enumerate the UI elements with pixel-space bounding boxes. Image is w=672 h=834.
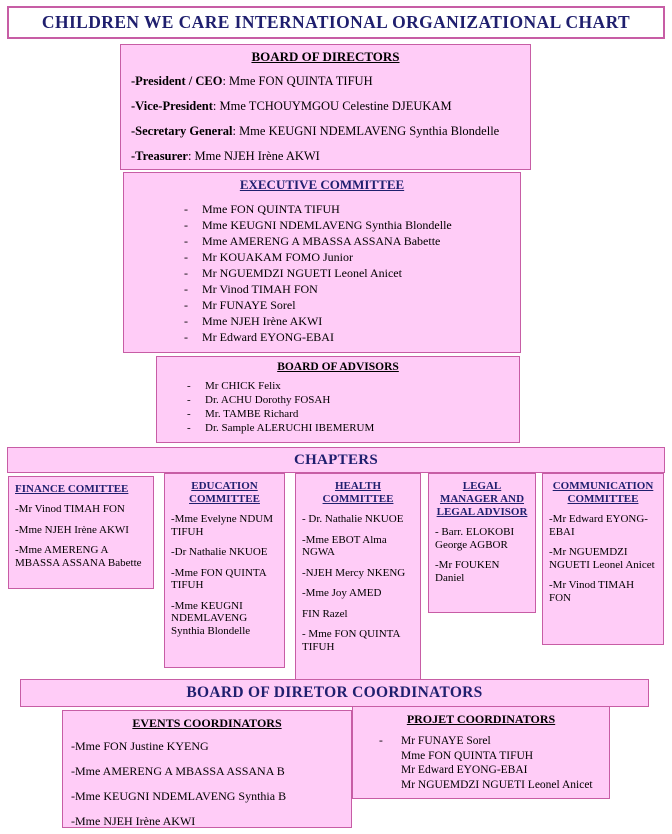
director-name: : Mme TCHOUYMGOU Celestine DJEUKAM — [212, 99, 452, 113]
list-item: -Mr FOUKEN Daniel — [435, 559, 500, 584]
board-of-advisors-list: - Mr CHICK Felix - Dr. ACHU Dorothy FOSA… — [157, 379, 519, 435]
list-item: Mr NGUEMDZI NGUETI Leonel Anicet — [401, 778, 593, 791]
list-item: - Mr CHICK Felix — [187, 380, 281, 392]
list-item: - Barr. ELOKOBI George AGBOR — [435, 526, 515, 551]
legal-manager-box: LEGAL MANAGER AND LEGAL ADVISOR - Barr. … — [428, 473, 536, 613]
director-name: : Mme KEUGNI NDEMLAVENG Synthia Blondell… — [232, 124, 500, 138]
list-item: - Mr Edward EYONG-EBAI — [184, 330, 334, 344]
list-item: -Dr Nathalie NKUOE — [171, 546, 268, 558]
list-item: -Mme NJEH Irène AKWI — [15, 523, 129, 536]
board-of-director-coordinators-heading: BOARD OF DIRETOR COORDINATORS — [186, 684, 483, 701]
board-of-director-coordinators-bar: BOARD OF DIRETOR COORDINATORS — [20, 679, 649, 707]
events-coordinators-box: EVENTS COORDINATORS -Mme FON Justine KYE… — [62, 710, 352, 828]
health-committee-heading: HEALTH COMMITTEE — [322, 480, 394, 505]
director-role: -President / CEO — [131, 74, 223, 88]
list-item: - Mr FUNAYE Sorel — [379, 735, 491, 747]
list-item: - Mr Vinod TIMAH FON — [184, 282, 318, 296]
board-of-directors-heading: BOARD OF DIRECTORS — [251, 49, 400, 64]
list-item: Mme FON QUINTA TIFUH — [401, 749, 534, 762]
list-item: - Mme FON QUINTA TIFUH — [302, 628, 400, 653]
chart-title-box: CHILDREN WE CARE INTERNATIONAL ORGANIZAT… — [7, 6, 665, 39]
list-item: -Mme AMERENG A MBASSA ASSANA B — [71, 764, 285, 778]
director-entry: -Treasurer: Mme NJEH Irène AKWI — [131, 148, 522, 164]
projet-coordinators-list: - Mr FUNAYE Sorel Mme FON QUINTA TIFUH M… — [361, 734, 601, 792]
list-item: -NJEH Mercy NKENG — [302, 566, 406, 579]
list-item: -Mr NGUEMDZI NGUETI Leonel Anicet — [549, 546, 655, 571]
list-item: -Mme AMERENG A MBASSA ASSANA Babette — [15, 544, 142, 569]
list-item: - Mr NGUEMDZI NGUETI Leonel Anicet — [184, 266, 402, 280]
list-item: -Mme Joy AMED — [302, 587, 382, 599]
list-item: FIN Razel — [302, 607, 348, 620]
communication-committee-box: COMMUNICATION COMMITTEE -Mr Edward EYONG… — [542, 473, 664, 645]
events-coordinators-heading: EVENTS COORDINATORS — [132, 716, 282, 730]
list-item: - Dr. ACHU Dorothy FOSAH — [187, 394, 331, 406]
director-name: : Mme NJEH Irène AKWI — [187, 149, 320, 163]
director-entry: -Vice-President: Mme TCHOUYMGOU Celestin… — [131, 98, 522, 114]
board-of-directors-box: BOARD OF DIRECTORS -President / CEO: Mme… — [120, 44, 531, 170]
list-item: - Mme KEUGNI NDEMLAVENG Synthia Blondell… — [184, 218, 452, 232]
list-item: -Mme KEUGNI NDEMLAVENG Synthia Blondelle — [171, 599, 251, 637]
list-item: - Mme AMERENG A MBASSA ASSANA Babette — [184, 234, 441, 248]
chapters-heading: CHAPTERS — [293, 451, 379, 468]
list-item: - Mme NJEH Irène AKWI — [184, 314, 323, 328]
board-of-advisors-heading: BOARD OF ADVISORS — [277, 361, 399, 373]
list-item: - Mr KOUAKAM FOMO Junior — [184, 250, 354, 264]
list-item: -Mme KEUGNI NDEMLAVENG Synthia B — [71, 789, 287, 803]
list-item: -Mme FON QUINTA TIFUH — [171, 566, 267, 592]
director-role: -Vice-President — [131, 99, 213, 113]
executive-committee-heading: EXECUTIVE COMMITTEE — [239, 177, 405, 192]
list-item: -Mr Vinod TIMAH FON — [15, 503, 125, 515]
list-item: - Dr. Nathalie NKUOE — [302, 513, 404, 525]
list-item: -Mme Evelyne NDUM TIFUH — [171, 513, 274, 538]
list-item: -Mr Edward EYONG-EBAI — [549, 513, 648, 538]
communication-committee-heading: COMMUNICATION COMMITTEE — [552, 480, 654, 505]
chapters-header-bar: CHAPTERS — [7, 447, 665, 473]
list-item: -Mr Vinod TIMAH FON — [549, 579, 635, 604]
chart-title: CHILDREN WE CARE INTERNATIONAL ORGANIZAT… — [41, 12, 631, 32]
director-entry: -Secretary General: Mme KEUGNI NDEMLAVEN… — [131, 123, 522, 139]
board-of-advisors-box: BOARD OF ADVISORS - Mr CHICK Felix - Dr.… — [156, 356, 520, 443]
projet-coordinators-heading: PROJET COORDINATORS — [406, 712, 556, 726]
list-item: - Mr FUNAYE Sorel — [184, 298, 296, 312]
list-item: - Dr. Sample ALERUCHI IBEMERUM — [187, 422, 375, 434]
health-committee-box: HEALTH COMMITTEE - Dr. Nathalie NKUOE -M… — [295, 473, 421, 680]
list-item: - Mme FON QUINTA TIFUH — [184, 202, 340, 216]
executive-committee-list: - Mme FON QUINTA TIFUH - Mme KEUGNI NDEM… — [124, 201, 520, 345]
list-item: - Mr. TAMBE Richard — [187, 408, 299, 420]
list-item: -Mme EBOT Alma NGWA — [302, 533, 387, 559]
list-item: -Mme NJEH Irène AKWI — [71, 814, 196, 828]
director-entry: -President / CEO: Mme FON QUINTA TIFUH — [131, 73, 522, 89]
projet-coordinators-box: PROJET COORDINATORS - Mr FUNAYE Sorel Mm… — [352, 706, 610, 799]
director-role: -Secretary General — [131, 124, 233, 138]
list-item: Mr Edward EYONG-EBAI — [401, 764, 528, 776]
education-committee-box: EDUCATION COMMITTEE -Mme Evelyne NDUM TI… — [164, 473, 285, 668]
list-item: -Mme FON Justine KYENG — [71, 739, 209, 753]
executive-committee-box: EXECUTIVE COMMITTEE - Mme FON QUINTA TIF… — [123, 172, 521, 353]
finance-committee-heading: FINANCE COMITTEE — [15, 483, 129, 495]
director-role: -Treasurer — [131, 149, 188, 163]
finance-committee-box: FINANCE COMITTEE -Mr Vinod TIMAH FON -Mm… — [8, 476, 154, 589]
legal-manager-heading: LEGAL MANAGER AND LEGAL ADVISOR — [436, 480, 528, 518]
education-committee-heading: EDUCATION COMMITTEE — [189, 480, 260, 505]
director-name: : Mme FON QUINTA TIFUH — [222, 74, 373, 88]
